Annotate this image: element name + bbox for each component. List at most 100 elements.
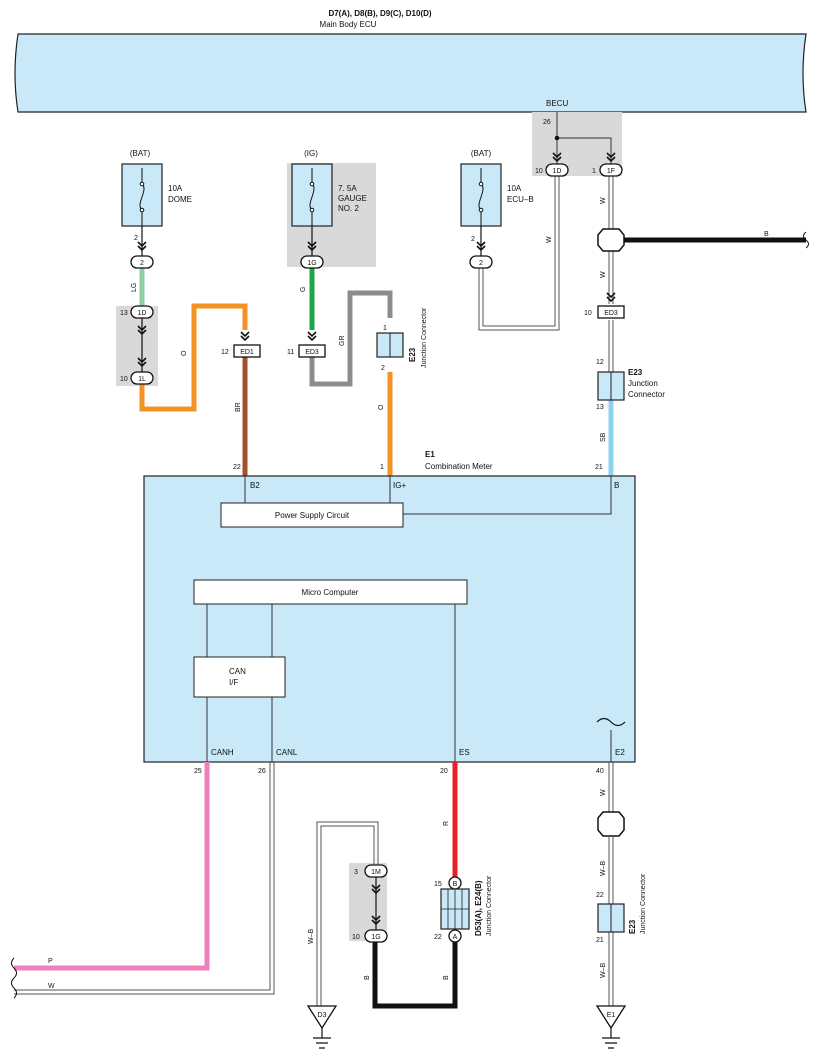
connector-ed3-right-pin: 10 — [584, 310, 592, 317]
connector-ed3-left — [298, 344, 326, 358]
fuse-dome-supply: (BAT) — [130, 149, 151, 158]
wire-label-o-right: O — [378, 404, 385, 410]
jc-right-name1: Junction — [628, 379, 658, 388]
power-supply-circuit — [220, 502, 404, 528]
wire-label-w-canl: W — [48, 983, 55, 990]
fuse-dome-pin: 2 — [134, 235, 138, 242]
wire-label-b-right: B — [764, 231, 769, 238]
ground-e1 — [595, 1005, 627, 1030]
jc-right-low-pin-bottom: 21 — [596, 937, 604, 944]
wire-label-b-bottom2: B — [364, 975, 371, 980]
jc-mid-id: E23 — [408, 347, 417, 362]
fuse-gauge-name2: NO. 2 — [338, 204, 359, 213]
connector-becu-1f-label: 1F — [607, 168, 615, 175]
wire-orange-left — [139, 303, 248, 412]
meter-pin-25: 25 — [194, 768, 202, 775]
fuse-ecub-pin: 2 — [471, 236, 475, 243]
connector-dome-2-label: 2 — [140, 260, 144, 267]
wire-label-wb-left: W–B — [308, 929, 315, 945]
wire-b-bottom — [372, 942, 458, 1009]
connector-1l — [130, 371, 154, 385]
jc-mid-pin-top: 1 — [383, 325, 387, 332]
jc-low-pin-b-label: B — [453, 881, 458, 888]
splice-top-right — [597, 228, 625, 252]
connector-becu-1d-label: 1D — [553, 168, 562, 175]
meter-term-canh: CANH — [211, 748, 234, 757]
meter-term-ig: IG+ — [393, 481, 406, 490]
meter-pin-1: 1 — [380, 464, 384, 471]
can-label-1: CAN — [229, 667, 246, 676]
connector-ecub-2 — [469, 255, 493, 269]
wire-gr — [309, 290, 393, 387]
wire-label-p: P — [48, 958, 53, 965]
meter-pin-20: 20 — [440, 768, 448, 775]
micro-computer-label: Micro Computer — [302, 588, 359, 597]
connector-1g-bottom-label: 1G — [371, 934, 380, 941]
connector-becu-1f — [599, 163, 623, 177]
fuse-dome-name: DOME — [168, 195, 192, 204]
connector-1m-pin: 3 — [354, 869, 358, 876]
wire-wb-left — [316, 821, 379, 1006]
jc-mid-pin-bottom: 2 — [381, 365, 385, 372]
jc-right-id: E23 — [628, 368, 643, 377]
ground-d3-label: D3 — [318, 1012, 327, 1019]
jc-low-pin-b-num: 15 — [434, 881, 442, 888]
connector-becu-1d — [545, 163, 569, 177]
meter-pin-26: 26 — [258, 768, 266, 775]
wire-label-wb-right2: W–B — [600, 963, 607, 979]
becu-internal-wiring — [556, 112, 612, 164]
meter-id: E1 — [425, 450, 435, 459]
ground-e1-icon — [602, 1028, 620, 1049]
wire-label-wb-right1: W–B — [600, 861, 607, 877]
wire-label-w-right-bottom: W — [600, 789, 607, 796]
splice-bottom-right — [597, 811, 625, 837]
can-if — [193, 656, 286, 698]
connector-ed3-left-label: ED3 — [305, 349, 319, 356]
connector-becu-1f-pin: 1 — [592, 168, 596, 175]
jc-low-pin-a-num: 22 — [434, 934, 442, 941]
connector-gauge-1g-label: 1G — [307, 260, 316, 267]
connector-ed3-left-pin: 11 — [287, 349, 294, 356]
wire-p — [14, 762, 210, 971]
connector-1g-bottom-pin: 10 — [352, 934, 360, 941]
jc-low-id: D53(A), E24(B) — [474, 880, 483, 936]
power-supply-label: Power Supply Circuit — [275, 511, 350, 520]
meter-term-e2: E2 — [615, 748, 625, 757]
tilde-icon — [596, 717, 626, 727]
meter-term-es: ES — [459, 748, 470, 757]
wire-label-r: R — [443, 821, 450, 826]
fuse-ecub-name: ECU–B — [507, 195, 534, 204]
jc-low-pin-a-label: A — [453, 934, 458, 941]
wire-label-lg: LG — [131, 283, 138, 292]
ground-e1-label: E1 — [607, 1012, 616, 1019]
main-body-ecu-box — [14, 33, 807, 113]
connector-ed1-pin: 12 — [221, 349, 229, 356]
wire-label-g: G — [300, 287, 307, 292]
connector-ed3-right — [597, 305, 625, 319]
wire-label-w-right1: W — [600, 197, 607, 204]
ground-d3-icon — [313, 1028, 331, 1049]
jc-right-pin-bottom: 13 — [596, 404, 604, 411]
connector-1l-label: 1L — [138, 376, 146, 383]
connector-becu-1d-pin: 10 — [535, 168, 543, 175]
fuse-gauge-rating: 7. 5A — [338, 184, 357, 193]
wire-w-canl — [14, 762, 275, 995]
jc-low-name: Junction Connector — [486, 875, 493, 936]
micro-computer — [193, 579, 468, 605]
wire-label-o-left: O — [181, 350, 188, 356]
fuse-ecub-supply: (BAT) — [471, 149, 492, 158]
wire-label-w-right2: W — [600, 271, 607, 278]
can-label-2: I/F — [229, 678, 238, 687]
meter-name: Combination Meter — [425, 462, 493, 471]
meter-term-b: B — [614, 481, 619, 490]
connector-gauge-1g — [300, 255, 324, 269]
fuse-dome-rating: 10A — [168, 184, 183, 193]
connector-1l-pin: 10 — [120, 376, 128, 383]
connector-1d-left — [130, 305, 154, 319]
connector-ed1 — [233, 344, 261, 358]
wire-wb-right — [608, 836, 614, 1006]
connector-1d-left-label: 1D — [138, 310, 147, 317]
connector-1m-label: 1M — [371, 869, 381, 876]
